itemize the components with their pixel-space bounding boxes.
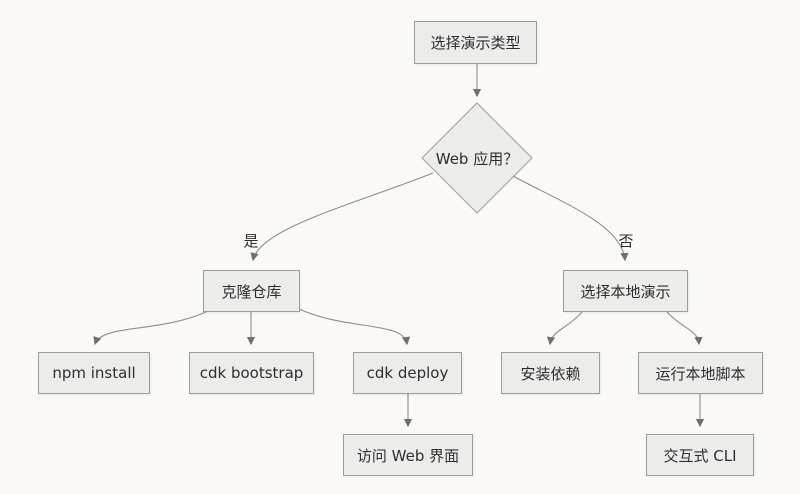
node-cdk-bootstrap: cdk bootstrap	[189, 352, 314, 394]
edge-select-local-to-run-script	[666, 311, 703, 346]
node-interactive-cli: 交互式 CLI	[646, 434, 754, 476]
edge-decision-to-select-local	[512, 175, 629, 262]
node-clone-repo: 克隆仓库	[203, 270, 300, 312]
edge-label-no: 否	[618, 232, 634, 250]
edge-label-yes: 是	[243, 232, 259, 250]
node-start: 选择演示类型	[414, 21, 537, 64]
edge-clone-repo-to-cdk-deploy	[298, 308, 411, 346]
edge-select-local-to-install-deps	[546, 311, 583, 346]
node-run-script: 运行本地脚本	[638, 352, 763, 394]
node-access-web: 访问 Web 界面	[343, 434, 473, 476]
node-cdk-deploy: cdk deploy	[353, 352, 462, 394]
decision-diamond-shape	[421, 102, 533, 214]
node-decision-label: Web 应用？	[435, 149, 519, 168]
edge-clone-repo-to-npm-install	[93, 311, 207, 346]
node-install-deps: 安装依赖	[501, 352, 600, 394]
edge-decision-to-clone-repo	[250, 172, 434, 262]
node-npm-install: npm install	[38, 352, 150, 394]
node-select-local: 选择本地演示	[563, 270, 688, 312]
